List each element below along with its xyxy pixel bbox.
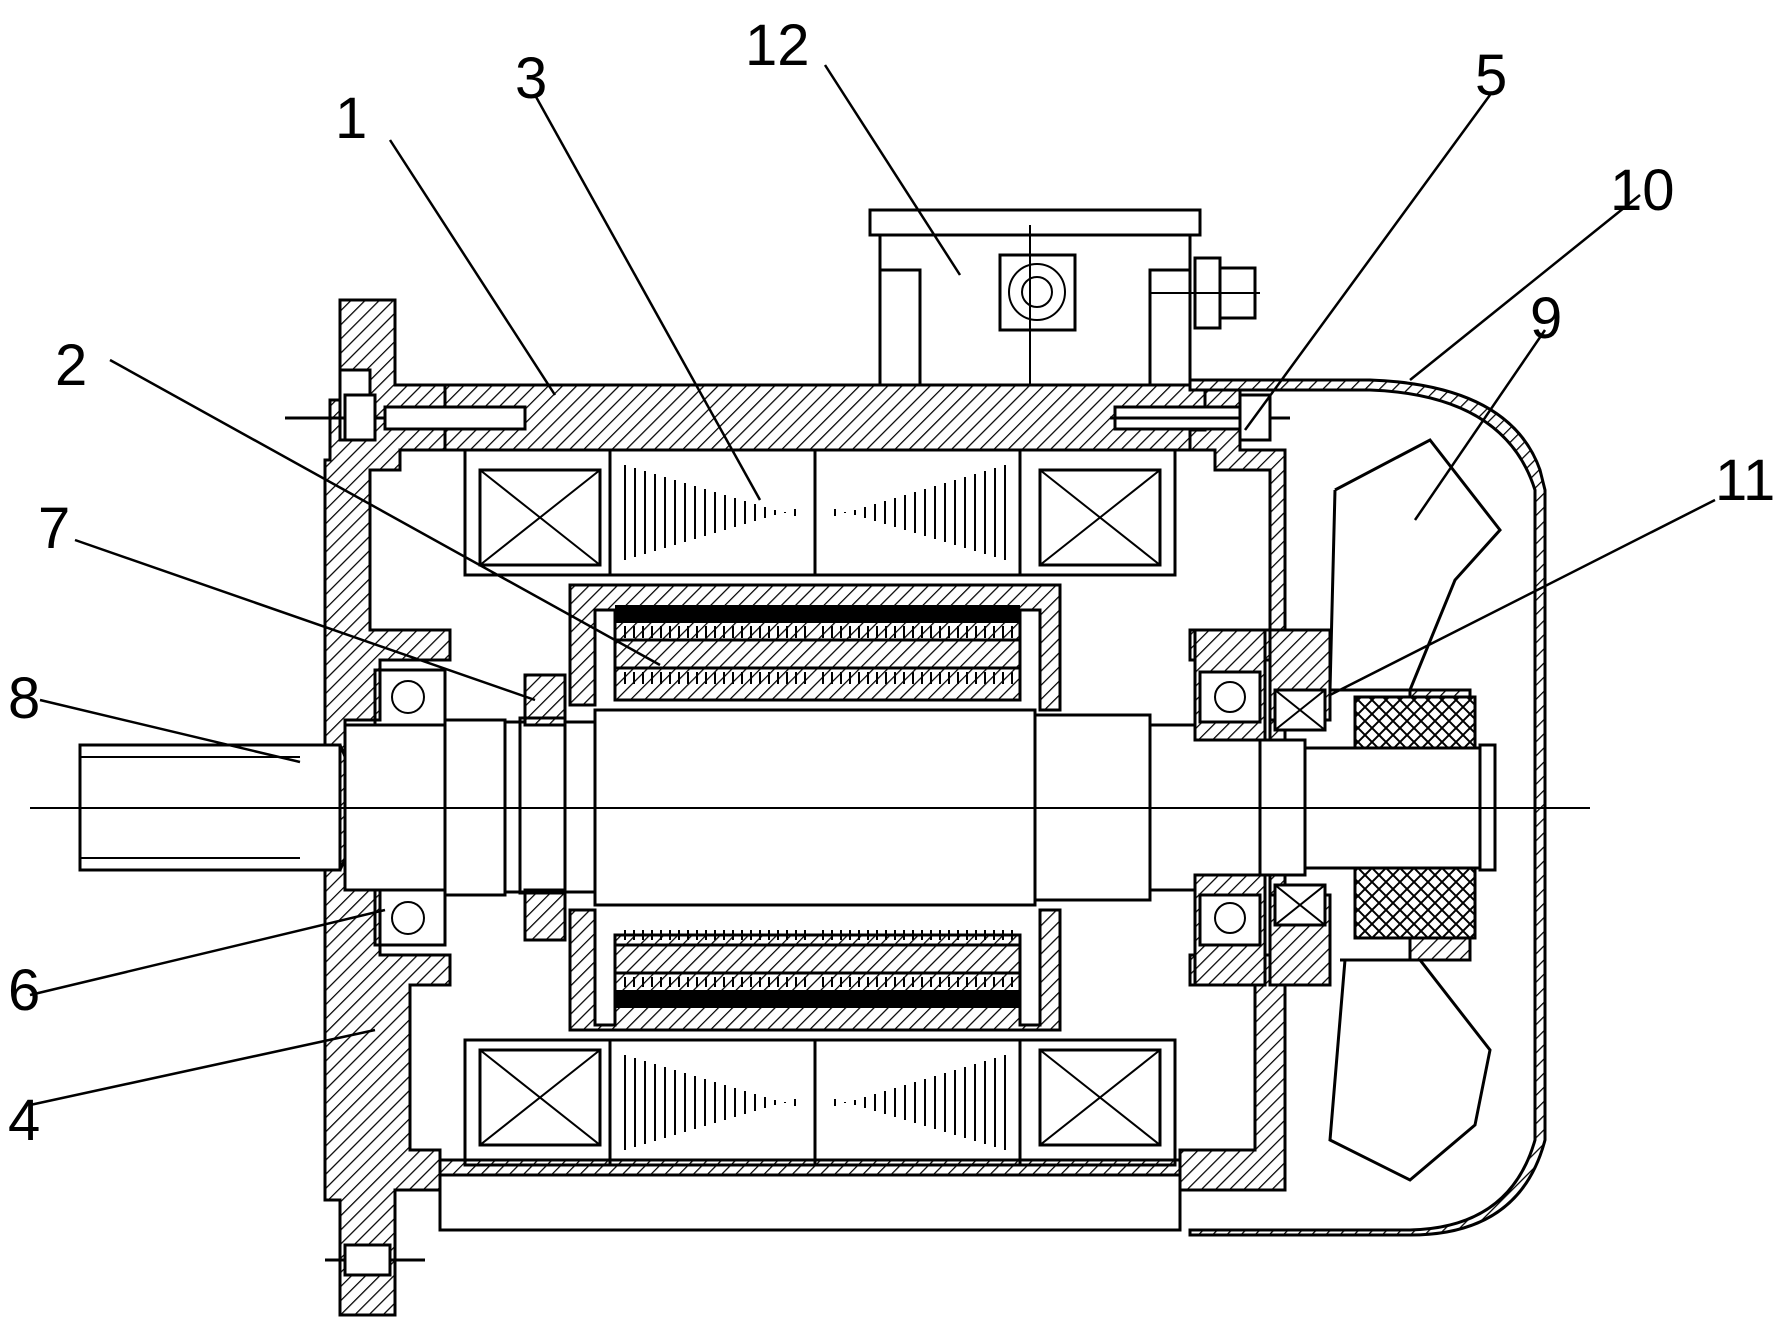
rotor-lower xyxy=(568,908,1062,1032)
label-10: 10 xyxy=(1610,158,1675,223)
stator-laminations xyxy=(624,465,1006,1150)
label-6: 6 xyxy=(8,958,40,1023)
motor-shaft xyxy=(78,708,1497,907)
fan-cover xyxy=(1188,378,1547,1237)
stator-lower xyxy=(463,1038,1177,1167)
label-3: 3 xyxy=(515,46,547,111)
terminal-box xyxy=(868,208,1260,385)
label-11: 11 xyxy=(1715,448,1775,513)
front-bearing xyxy=(373,668,447,947)
leader-lines xyxy=(29,64,1716,1107)
label-12: 12 xyxy=(745,13,810,78)
label-8: 8 xyxy=(8,666,40,731)
label-5: 5 xyxy=(1475,43,1507,108)
rotor-laminations xyxy=(624,626,1013,987)
rear-bearing xyxy=(1193,628,1332,987)
label-9: 9 xyxy=(1530,286,1562,351)
stator-upper xyxy=(463,448,1177,577)
part-labels: 1 2 3 4 5 6 7 8 9 10 11 12 xyxy=(8,13,1775,1153)
rotor-upper xyxy=(568,583,1062,712)
label-1: 1 xyxy=(335,86,367,151)
label-4: 4 xyxy=(8,1088,40,1153)
label-7: 7 xyxy=(38,496,70,561)
label-2: 2 xyxy=(55,333,87,398)
front-end-cover xyxy=(285,298,527,1317)
